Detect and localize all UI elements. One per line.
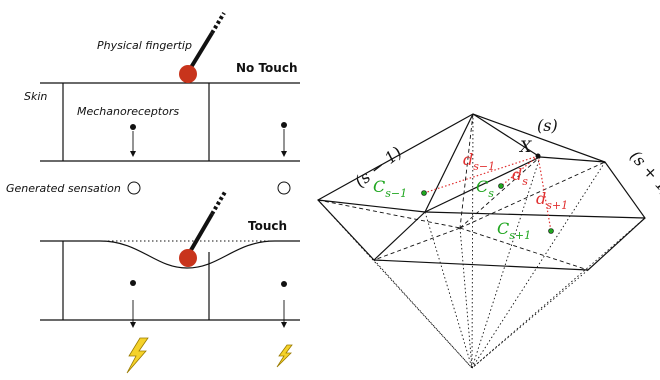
empty-circle-icon (127, 181, 141, 195)
fingertip-icon (179, 11, 226, 83)
lightning-icon (126, 337, 149, 374)
centroid-next-base: C (497, 219, 509, 238)
svg-text:Cs−1: Cs−1 (373, 177, 407, 200)
distance-prev-sub: s−1 (473, 160, 495, 173)
centroid-curr-base: C (476, 177, 488, 196)
distance-label-prev: ds−1 (463, 150, 495, 173)
physical-fingertip-label: Physical fingertip (97, 39, 192, 52)
mechanoreceptor-dot (130, 124, 136, 157)
svg-text:ds: ds (512, 165, 528, 188)
lightning-icon (276, 344, 293, 368)
no-touch-skin-box (40, 82, 300, 162)
cell-label-next: (s + 1) (626, 147, 660, 200)
skin-label: Skin (24, 90, 47, 103)
centroid-curr-sub: s (488, 187, 494, 200)
distance-curr-sub: s (522, 175, 528, 188)
right-panel: (s − 1) (s) (s + 1) X Cs−1 Cs Cs+1 ds−1 … (317, 113, 660, 369)
left-panel: Physical fingertip No Touch Skin Mechano… (6, 11, 300, 374)
no-touch-label: No Touch (236, 61, 298, 75)
distance-next-sub: s+1 (546, 199, 568, 212)
distance-lines (423, 155, 552, 232)
distance-curr-base: d (512, 165, 522, 184)
empty-circle-icon (277, 181, 291, 195)
distance-prev-base: d (463, 150, 473, 169)
distance-label-curr: ds (512, 165, 528, 188)
mechanoreceptor-dot (281, 281, 287, 328)
centroid-next: Cs+1 (497, 219, 554, 242)
distance-label-next: ds+1 (536, 189, 568, 212)
polyhedron-hidden-edges (317, 113, 606, 271)
mechanoreceptor-dot (130, 280, 136, 328)
distance-next-base: d (536, 189, 546, 208)
svg-text:ds−1: ds−1 (463, 150, 495, 173)
centroid-curr: Cs (476, 177, 504, 200)
centroid-prev-sub: s−1 (385, 187, 407, 200)
touch-label: Touch (248, 219, 287, 233)
svg-text:Cs+1: Cs+1 (497, 219, 531, 242)
touch-skin-box (40, 240, 300, 321)
fingertip-icon (179, 190, 227, 267)
pyramid-rays (317, 113, 646, 369)
point-x-label: X (518, 137, 532, 156)
centroid-next-sub: s+1 (509, 229, 531, 242)
svg-text:ds+1: ds+1 (536, 189, 568, 212)
mechanoreceptor-dot (281, 122, 287, 157)
centroid-prev: Cs−1 (373, 177, 427, 200)
mechanoreceptors-label: Mechanoreceptors (77, 105, 179, 118)
point-x-marker (535, 153, 541, 159)
generated-sensation-label: Generated sensation (6, 182, 121, 195)
centroid-prev-base: C (373, 177, 385, 196)
svg-text:Cs: Cs (476, 177, 494, 200)
cell-label-curr: (s) (537, 116, 558, 135)
